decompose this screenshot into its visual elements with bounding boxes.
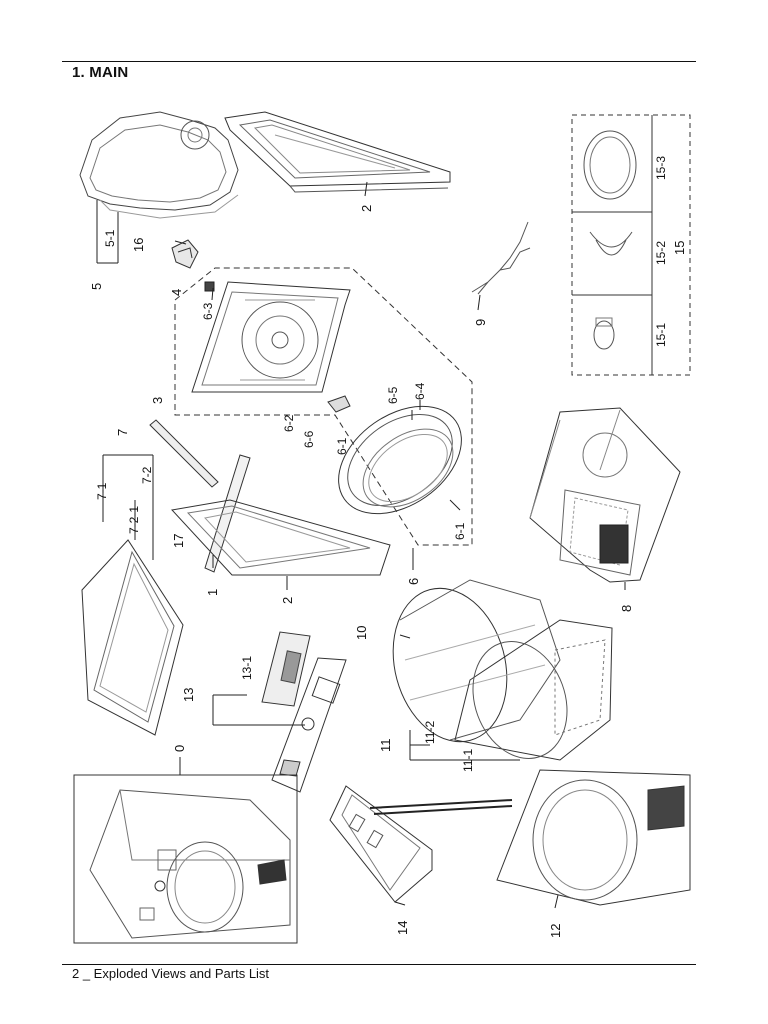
part-gasket bbox=[338, 405, 462, 515]
callout-6-2: 6-2 bbox=[282, 414, 296, 432]
callout-11-1: 11-1 bbox=[461, 749, 475, 772]
callout-6-1-a: 6-1 bbox=[335, 437, 349, 455]
callout-3: 3 bbox=[150, 397, 165, 404]
callout-9: 9 bbox=[473, 319, 488, 326]
leader-lines bbox=[96, 181, 626, 909]
section-title: 1. MAIN bbox=[72, 64, 129, 81]
callout-16: 16 bbox=[131, 238, 146, 252]
callout-15: 15 bbox=[672, 241, 687, 255]
callout-5: 5 bbox=[89, 283, 104, 290]
callout-10: 10 bbox=[354, 626, 369, 640]
group-6-outline bbox=[174, 267, 473, 546]
part-6-6 bbox=[327, 395, 351, 413]
part-control-board bbox=[261, 631, 311, 707]
part-door-14 bbox=[329, 785, 513, 903]
callout-5-1: 5-1 bbox=[103, 229, 117, 247]
part-control-panel bbox=[271, 657, 347, 793]
callout-13-1: 13-1 bbox=[240, 656, 254, 680]
callout-8: 8 bbox=[619, 605, 634, 612]
footer-text: 2 _ Exploded Views and Parts List bbox=[72, 966, 270, 981]
callout-17: 17 bbox=[171, 534, 186, 548]
callout-6-5: 6-5 bbox=[386, 386, 400, 404]
callout-15-2: 15-2 bbox=[654, 241, 668, 265]
part-tub-frame bbox=[454, 619, 613, 761]
callout-6-1-b: 6-1 bbox=[453, 522, 467, 540]
part-rail-3 bbox=[149, 419, 219, 488]
callout-11: 11 bbox=[378, 739, 393, 753]
callout-6-4: 6-4 bbox=[413, 382, 427, 400]
callout-12: 12 bbox=[548, 924, 563, 938]
header-rule bbox=[62, 61, 696, 62]
part-door-frame bbox=[81, 539, 184, 736]
part-wire-harness-9 bbox=[471, 221, 531, 295]
callout-4: 4 bbox=[169, 289, 184, 296]
part-assembled-dryer bbox=[73, 774, 298, 944]
callout-6-6: 6-6 bbox=[302, 430, 316, 448]
part-rear-cover bbox=[79, 111, 239, 219]
callout-7-1: 7-1 bbox=[95, 482, 109, 500]
callout-7: 7 bbox=[115, 429, 130, 436]
part-front-panel-12 bbox=[496, 769, 691, 906]
callout-11-2: 11-2 bbox=[423, 721, 437, 744]
callout-6-3: 6-3 bbox=[201, 302, 215, 320]
footer-rule bbox=[62, 964, 696, 965]
part-bracket-4 bbox=[171, 239, 215, 292]
part-tub-housing bbox=[529, 407, 681, 583]
callout-7-2-1: 7-2-1 bbox=[127, 506, 141, 534]
callout-2-top: 2 bbox=[359, 205, 374, 212]
part-top-panel bbox=[224, 111, 451, 193]
callout-2-side: 2 bbox=[280, 597, 295, 604]
callout-15-3: 15-3 bbox=[654, 156, 668, 180]
part-drum bbox=[392, 579, 561, 743]
callout-7-2: 7-2 bbox=[140, 466, 154, 484]
callout-0: 0 bbox=[172, 745, 187, 752]
callout-13: 13 bbox=[181, 688, 196, 702]
callout-1: 1 bbox=[205, 589, 220, 596]
callout-14: 14 bbox=[395, 921, 410, 935]
callout-6: 6 bbox=[406, 578, 421, 585]
callout-15-1: 15-1 bbox=[654, 323, 668, 347]
group-15-box bbox=[571, 114, 691, 376]
part-back-plate bbox=[191, 281, 351, 393]
part-side-panel bbox=[171, 499, 391, 576]
